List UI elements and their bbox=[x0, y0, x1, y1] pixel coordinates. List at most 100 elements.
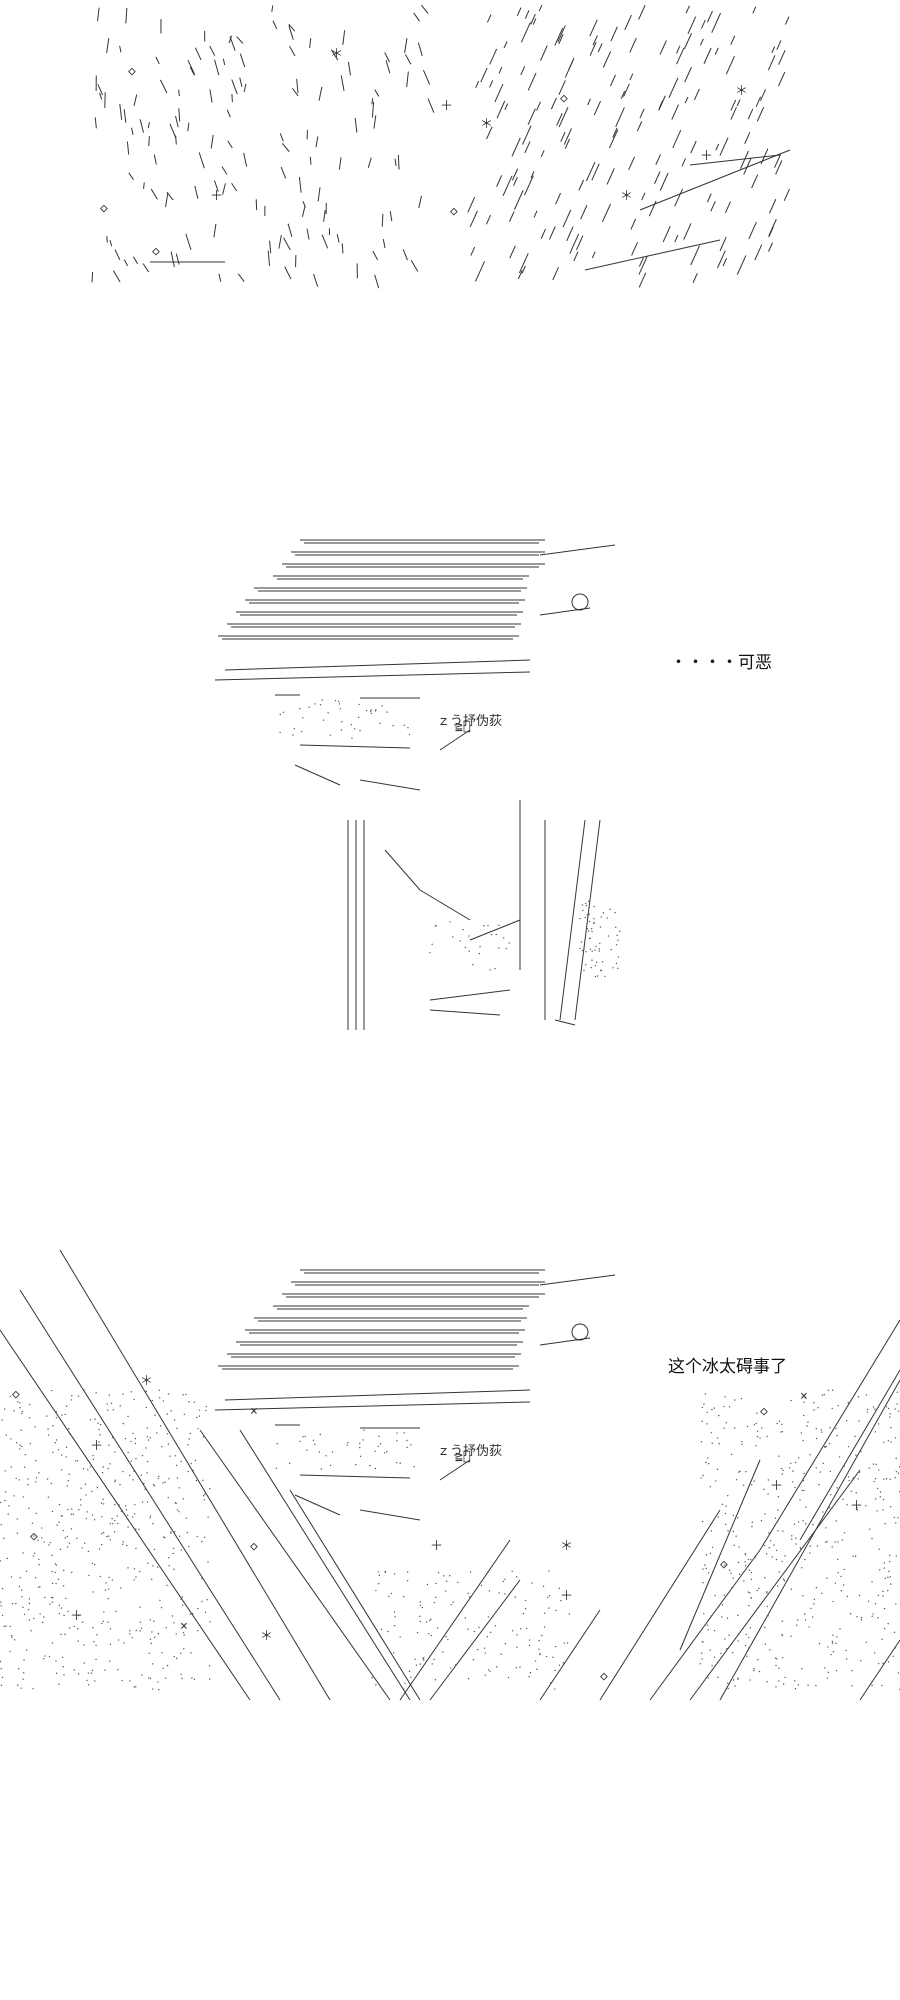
ice-texture bbox=[31, 1522, 34, 1524]
debris-stroke bbox=[612, 127, 618, 138]
ice-texture bbox=[384, 1571, 386, 1573]
ice-sparkle: ◇ bbox=[760, 1404, 768, 1419]
ice-texture bbox=[744, 1644, 747, 1647]
ice-texture bbox=[68, 1428, 70, 1430]
coat-shading bbox=[589, 948, 592, 950]
debris-stroke bbox=[467, 196, 476, 213]
ice-texture bbox=[132, 1479, 134, 1481]
ice-texture bbox=[180, 1652, 182, 1654]
ice-texture bbox=[65, 1446, 68, 1448]
ice-texture bbox=[62, 1585, 65, 1587]
ice-texture bbox=[170, 1531, 172, 1533]
ice-texture bbox=[750, 1571, 753, 1574]
face-stroke bbox=[299, 1474, 411, 1479]
ice-texture bbox=[768, 1546, 770, 1549]
ice-texture bbox=[195, 1479, 198, 1482]
ice-texture bbox=[149, 1515, 152, 1517]
debris-stroke bbox=[610, 26, 618, 42]
ice-texture bbox=[28, 1619, 31, 1621]
ice-texture bbox=[101, 1532, 103, 1535]
face-stroke bbox=[299, 744, 411, 749]
ice-texture bbox=[93, 1519, 96, 1521]
ice-texture bbox=[700, 1441, 703, 1443]
ice-texture bbox=[25, 1570, 28, 1572]
coat-shading bbox=[600, 916, 602, 918]
debris-stroke bbox=[540, 150, 545, 158]
debris-stroke bbox=[521, 265, 526, 274]
ice-texture bbox=[534, 1660, 537, 1662]
coat-shading bbox=[508, 942, 510, 944]
ice-texture bbox=[139, 1570, 141, 1573]
ice-texture bbox=[854, 1555, 857, 1557]
debris-stroke bbox=[768, 218, 777, 237]
debris-stroke bbox=[91, 272, 94, 283]
coat-shading bbox=[588, 913, 590, 915]
debris-stroke bbox=[540, 228, 547, 239]
face-shading bbox=[374, 1467, 377, 1470]
ice-texture bbox=[419, 1615, 421, 1618]
ice-texture bbox=[375, 1684, 377, 1686]
ice-texture bbox=[32, 1555, 35, 1557]
ice-texture bbox=[163, 1536, 165, 1538]
ice-texture bbox=[17, 1684, 19, 1686]
hat-brim bbox=[224, 1389, 531, 1401]
ice-texture bbox=[168, 1564, 170, 1567]
debris-stroke bbox=[609, 129, 619, 149]
ice-texture bbox=[390, 1592, 393, 1595]
ice-texture bbox=[371, 1677, 373, 1679]
ice-texture bbox=[63, 1569, 65, 1572]
ice-texture bbox=[893, 1516, 896, 1519]
ice-crystal-edge bbox=[649, 1549, 761, 1701]
ice-texture bbox=[0, 1601, 2, 1603]
ice-texture bbox=[33, 1552, 36, 1555]
ice-texture bbox=[710, 1615, 712, 1617]
coat-shading bbox=[604, 975, 606, 978]
face-shading bbox=[312, 1439, 315, 1442]
ice-texture bbox=[92, 1458, 95, 1461]
debris-stroke bbox=[123, 109, 127, 123]
ice-texture bbox=[117, 1669, 119, 1671]
ice-texture bbox=[126, 1544, 128, 1547]
ice-texture bbox=[724, 1396, 726, 1398]
debris-stroke bbox=[296, 78, 299, 94]
ice-texture bbox=[737, 1561, 740, 1564]
ice-texture bbox=[852, 1555, 854, 1557]
ice-sparkle: ＋ bbox=[70, 1609, 83, 1624]
debris-stroke bbox=[701, 20, 706, 29]
ice-texture bbox=[150, 1642, 152, 1645]
debris-stroke bbox=[628, 156, 635, 171]
ice-texture bbox=[170, 1532, 172, 1534]
ice-texture bbox=[178, 1487, 181, 1489]
debris-stroke bbox=[630, 218, 637, 230]
ice-texture bbox=[152, 1565, 154, 1567]
ice-texture bbox=[741, 1502, 743, 1505]
debris-stroke bbox=[536, 101, 541, 111]
coat-stroke bbox=[554, 1019, 576, 1026]
face-shading bbox=[357, 716, 360, 719]
ice-texture bbox=[434, 1679, 437, 1681]
debris-stroke bbox=[410, 260, 419, 272]
debris-stroke bbox=[784, 16, 790, 25]
ice-texture bbox=[62, 1666, 65, 1668]
coat-shading bbox=[479, 945, 481, 948]
face-shading bbox=[358, 703, 360, 706]
ice-sparkle: ＋ bbox=[850, 1499, 863, 1514]
ice-texture bbox=[130, 1391, 133, 1393]
ice-texture bbox=[882, 1595, 884, 1597]
ice-texture bbox=[19, 1407, 21, 1409]
ice-texture bbox=[157, 1632, 160, 1635]
ice-texture bbox=[797, 1521, 800, 1523]
debris-stroke bbox=[573, 251, 579, 262]
ice-texture bbox=[71, 1571, 73, 1574]
coat-shading bbox=[606, 917, 609, 919]
debris-stroke bbox=[638, 256, 645, 267]
ice-texture bbox=[877, 1594, 880, 1596]
debris-stroke bbox=[323, 210, 326, 222]
coat-shading bbox=[590, 966, 592, 969]
ice-texture bbox=[732, 1530, 735, 1533]
face-shading bbox=[396, 1432, 398, 1434]
ice-texture bbox=[883, 1567, 885, 1569]
ice-texture bbox=[811, 1616, 814, 1618]
debris-stroke bbox=[99, 92, 103, 100]
ice-texture bbox=[99, 1423, 102, 1426]
